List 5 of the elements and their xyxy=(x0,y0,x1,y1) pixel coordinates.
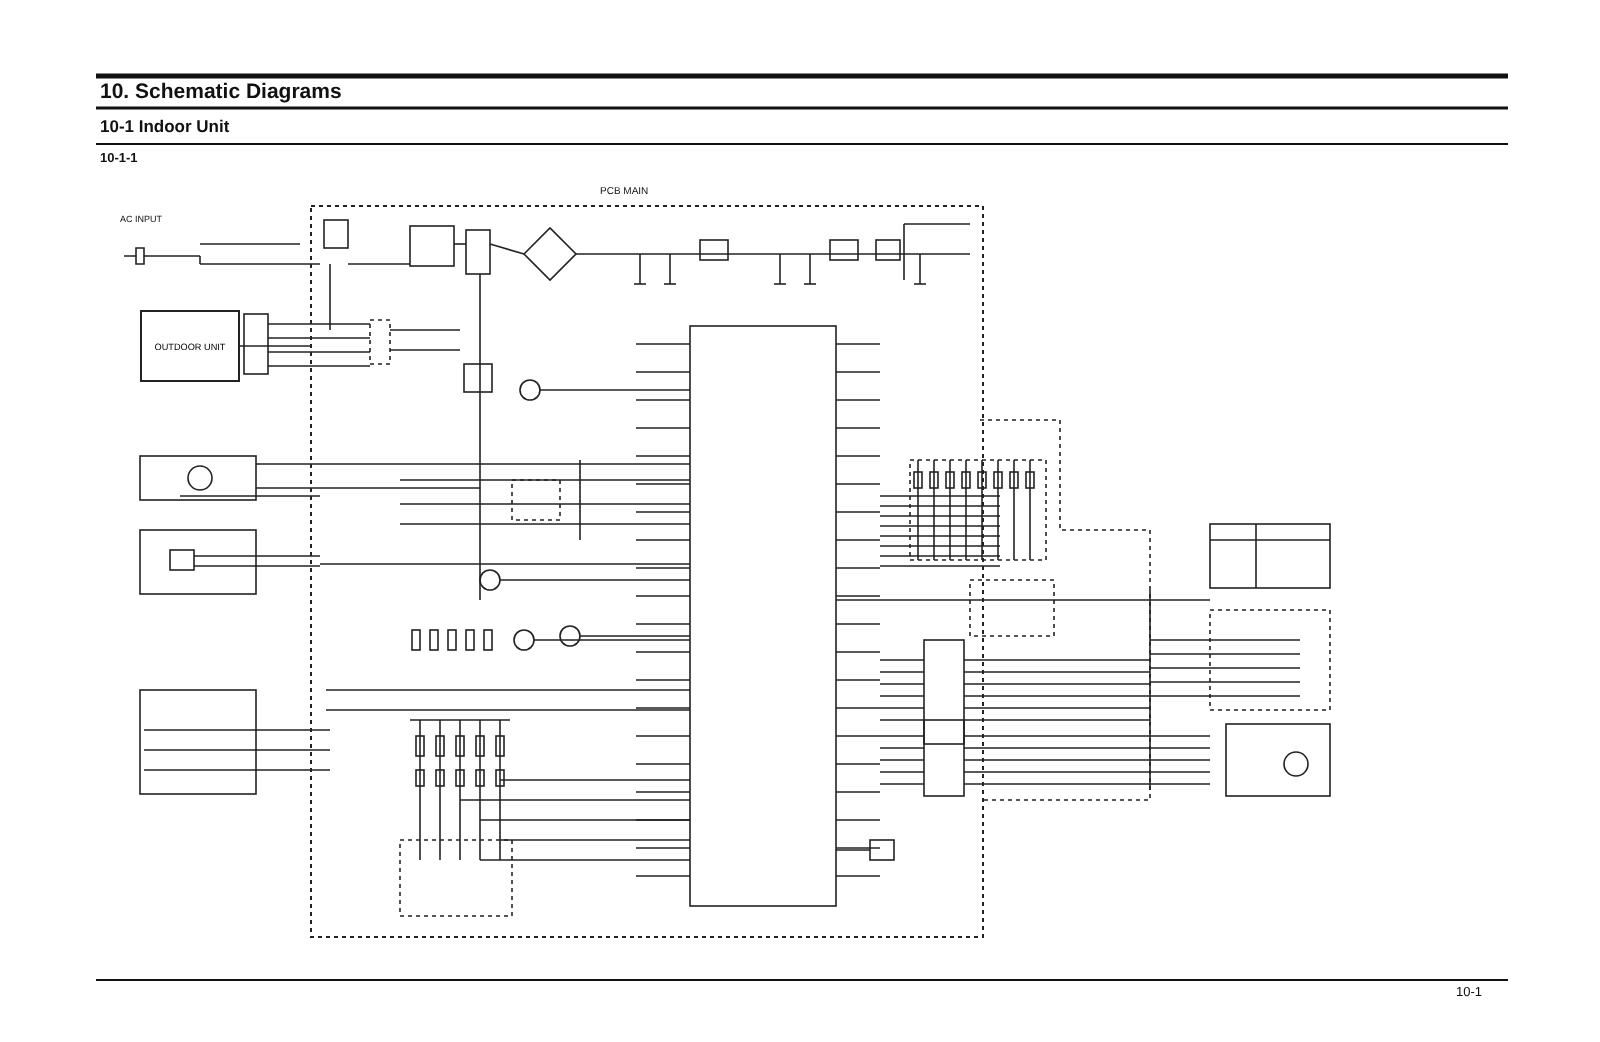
outdoor-unit-box xyxy=(140,310,240,382)
pcb-boundary xyxy=(310,186,984,938)
section-heading: 10-1 Indoor Unit xyxy=(100,116,230,136)
page-title: 10. Schematic Diagrams xyxy=(100,80,342,104)
wire xyxy=(239,345,311,347)
